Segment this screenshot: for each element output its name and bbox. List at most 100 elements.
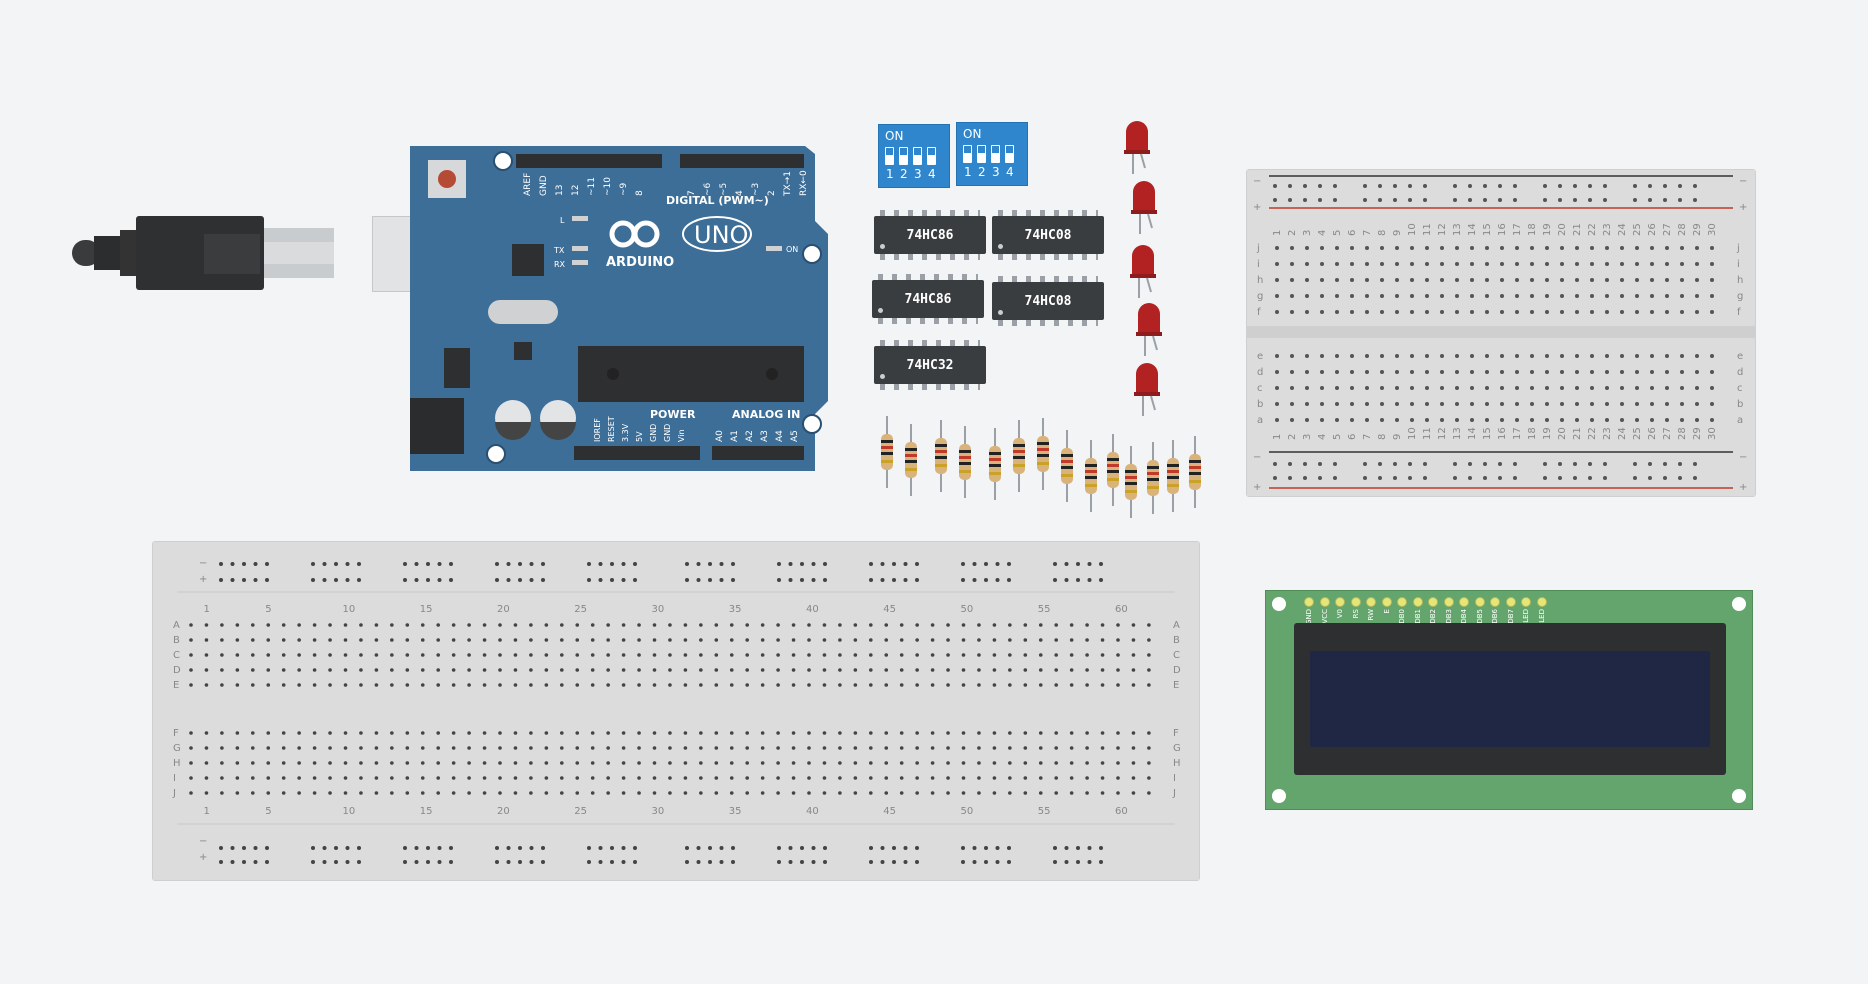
breadboard-hole[interactable] [1665, 262, 1669, 266]
breadboard-hole[interactable] [899, 761, 904, 765]
breadboard-hole[interactable] [1515, 386, 1519, 390]
breadboard-hole[interactable] [1620, 246, 1624, 250]
breadboard-hole[interactable] [1620, 418, 1624, 422]
breadboard-hole[interactable] [606, 731, 610, 735]
breadboard-hole[interactable] [436, 791, 441, 795]
rail-hole[interactable] [598, 562, 603, 566]
rail-hole[interactable] [995, 846, 1000, 850]
breadboard-hole[interactable] [1650, 386, 1654, 390]
lcd-pin[interactable] [1304, 597, 1314, 607]
breadboard-hole[interactable] [1620, 278, 1624, 282]
rail-hole[interactable] [731, 578, 735, 582]
breadboard-hole[interactable] [621, 683, 626, 687]
breadboard-hole[interactable] [853, 683, 858, 687]
breadboard-hole[interactable] [1500, 246, 1504, 250]
rail-hole[interactable] [1273, 476, 1277, 480]
breadboard-hole[interactable] [1650, 262, 1654, 266]
breadboard-hole[interactable] [1605, 370, 1609, 374]
breadboard-hole[interactable] [1320, 246, 1324, 250]
rail-hole[interactable] [311, 578, 315, 582]
breadboard-hole[interactable] [297, 653, 301, 657]
breadboard-hole[interactable] [1560, 402, 1564, 406]
breadboard-hole[interactable] [1085, 746, 1089, 750]
breadboard-hole[interactable] [1665, 370, 1669, 374]
breadboard-hole[interactable] [343, 731, 348, 735]
breadboard-hole[interactable] [1455, 386, 1459, 390]
rail-hole[interactable] [1318, 476, 1322, 480]
breadboard-hole[interactable] [1425, 294, 1429, 298]
rail-hole[interactable] [811, 846, 816, 850]
breadboard-hole[interactable] [1320, 354, 1324, 358]
rail-hole[interactable] [1693, 476, 1697, 480]
breadboard-hole[interactable] [297, 761, 301, 765]
breadboard-hole[interactable] [359, 731, 363, 735]
breadboard-hole[interactable] [343, 653, 348, 657]
breadboard-hole[interactable] [1620, 354, 1624, 358]
breadboard-hole[interactable] [1147, 638, 1151, 642]
rail-hole[interactable] [1648, 198, 1652, 202]
breadboard-hole[interactable] [1665, 294, 1669, 298]
breadboard-hole[interactable] [1665, 278, 1669, 282]
breadboard-hole[interactable] [529, 791, 533, 795]
breadboard-hole[interactable] [390, 791, 394, 795]
breadboard-hole[interactable] [961, 776, 966, 780]
breadboard-hole[interactable] [637, 761, 641, 765]
breadboard-hole[interactable] [328, 761, 332, 765]
breadboard-hole[interactable] [312, 653, 317, 657]
rail-hole[interactable] [1573, 198, 1577, 202]
breadboard-hole[interactable] [1116, 653, 1120, 657]
rail-hole[interactable] [518, 578, 522, 582]
breadboard-hole[interactable] [1635, 370, 1639, 374]
breadboard-hole[interactable] [1085, 761, 1089, 765]
breadboard-hole[interactable] [729, 683, 734, 687]
breadboard-hole[interactable] [1485, 386, 1489, 390]
breadboard-hole[interactable] [1116, 791, 1120, 795]
breadboard-hole[interactable] [1275, 262, 1279, 266]
breadboard-hole[interactable] [328, 776, 332, 780]
rail-hole[interactable] [972, 578, 977, 582]
breadboard-hole[interactable] [467, 653, 471, 657]
breadboard-hole[interactable] [946, 623, 950, 627]
breadboard-hole[interactable] [1069, 761, 1074, 765]
breadboard-hole[interactable] [1590, 278, 1594, 282]
breadboard-hole[interactable] [683, 638, 688, 642]
breadboard-hole[interactable] [1470, 418, 1474, 422]
rail-hole[interactable] [633, 860, 637, 864]
rail-hole[interactable] [1558, 462, 1562, 466]
breadboard-hole[interactable] [1710, 418, 1714, 422]
breadboard-hole[interactable] [884, 776, 889, 780]
rail-hole[interactable] [449, 846, 453, 850]
breadboard-hole[interactable] [1380, 246, 1384, 250]
breadboard-hole[interactable] [683, 791, 688, 795]
lcd-pin[interactable] [1474, 597, 1485, 607]
breadboard-hole[interactable] [760, 761, 765, 765]
breadboard-hole[interactable] [621, 746, 626, 750]
breadboard-hole[interactable] [575, 791, 580, 795]
rail-hole[interactable] [1363, 184, 1367, 188]
breadboard-hole[interactable] [281, 791, 286, 795]
breadboard-hole[interactable] [436, 623, 441, 627]
rail-hole[interactable] [253, 562, 258, 566]
breadboard-hole[interactable] [235, 746, 240, 750]
breadboard-hole[interactable] [451, 731, 456, 735]
breadboard-hole[interactable] [1350, 294, 1354, 298]
breadboard-hole[interactable] [1440, 402, 1444, 406]
rail-hole[interactable] [1678, 198, 1682, 202]
breadboard-hole[interactable] [498, 638, 502, 642]
breadboard-hole[interactable] [560, 746, 564, 750]
breadboard-hole[interactable] [467, 746, 471, 750]
breadboard-hole[interactable] [204, 791, 209, 795]
breadboard-hole[interactable] [1650, 278, 1654, 282]
breadboard-hole[interactable] [946, 776, 950, 780]
breadboard-hole[interactable] [220, 731, 224, 735]
breadboard-hole[interactable] [791, 683, 796, 687]
breadboard-hole[interactable] [405, 761, 410, 765]
breadboard-hole[interactable] [1023, 683, 1028, 687]
breadboard-hole[interactable] [1305, 310, 1309, 314]
breadboard-hole[interactable] [451, 638, 456, 642]
breadboard-hole[interactable] [590, 776, 595, 780]
breadboard-hole[interactable] [498, 776, 502, 780]
breadboard-hole[interactable] [668, 638, 672, 642]
rail-hole[interactable] [1603, 462, 1607, 466]
breadboard-hole[interactable] [1605, 262, 1609, 266]
